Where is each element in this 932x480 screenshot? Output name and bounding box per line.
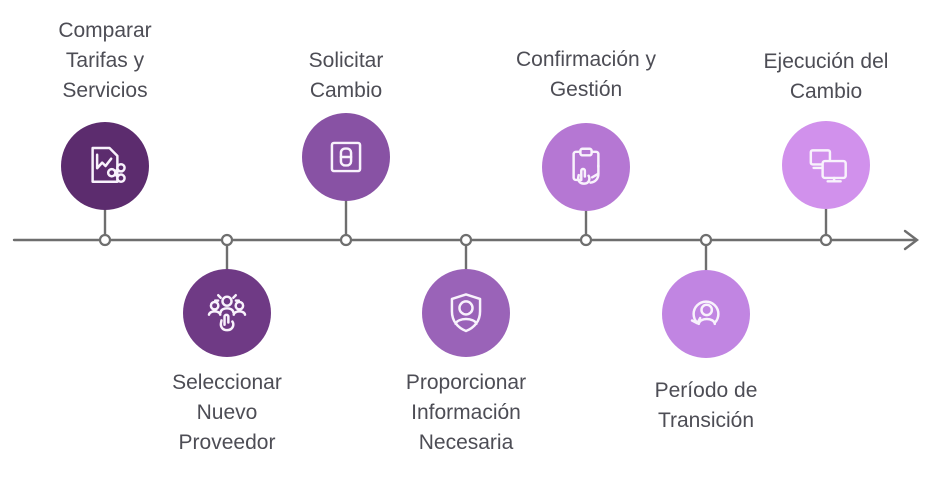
timeline-node — [459, 233, 473, 247]
clipboard-hands-icon — [572, 147, 600, 185]
step-1-label: Comparar Tarifas y Servicios — [58, 19, 152, 102]
timeline-node — [98, 233, 112, 247]
document-chart-share-icon — [91, 146, 126, 183]
step-7-label: Ejecución del Cambio — [763, 50, 889, 103]
axis-arrowhead — [903, 229, 919, 251]
shield-person-icon — [450, 293, 482, 333]
dual-monitors-icon — [809, 149, 847, 183]
timeline-node — [339, 233, 353, 247]
step-5-label: Confirmación y Gestión — [515, 48, 657, 101]
timeline-node — [220, 233, 234, 247]
step-7-circle — [782, 121, 870, 209]
select-people-icon — [207, 293, 247, 332]
step-5-circle — [542, 123, 630, 211]
step-4-label: Proporcionar Información Necesaria — [405, 371, 527, 454]
step-2-label: Seleccionar Nuevo Proveedor — [172, 371, 282, 454]
timeline-node — [699, 233, 713, 247]
change-request-form-icon — [330, 141, 362, 173]
step-6-circle — [662, 270, 750, 358]
person-refresh-icon — [690, 300, 720, 326]
step-2-circle — [183, 269, 271, 357]
step-6-label: Período de Transición — [654, 379, 758, 432]
step-1-circle — [61, 122, 149, 210]
step-3-circle — [302, 113, 390, 201]
step-3-label: Solicitar Cambio — [308, 49, 384, 102]
timeline-node — [819, 233, 833, 247]
timeline-node — [579, 233, 593, 247]
step-4-circle — [422, 269, 510, 357]
